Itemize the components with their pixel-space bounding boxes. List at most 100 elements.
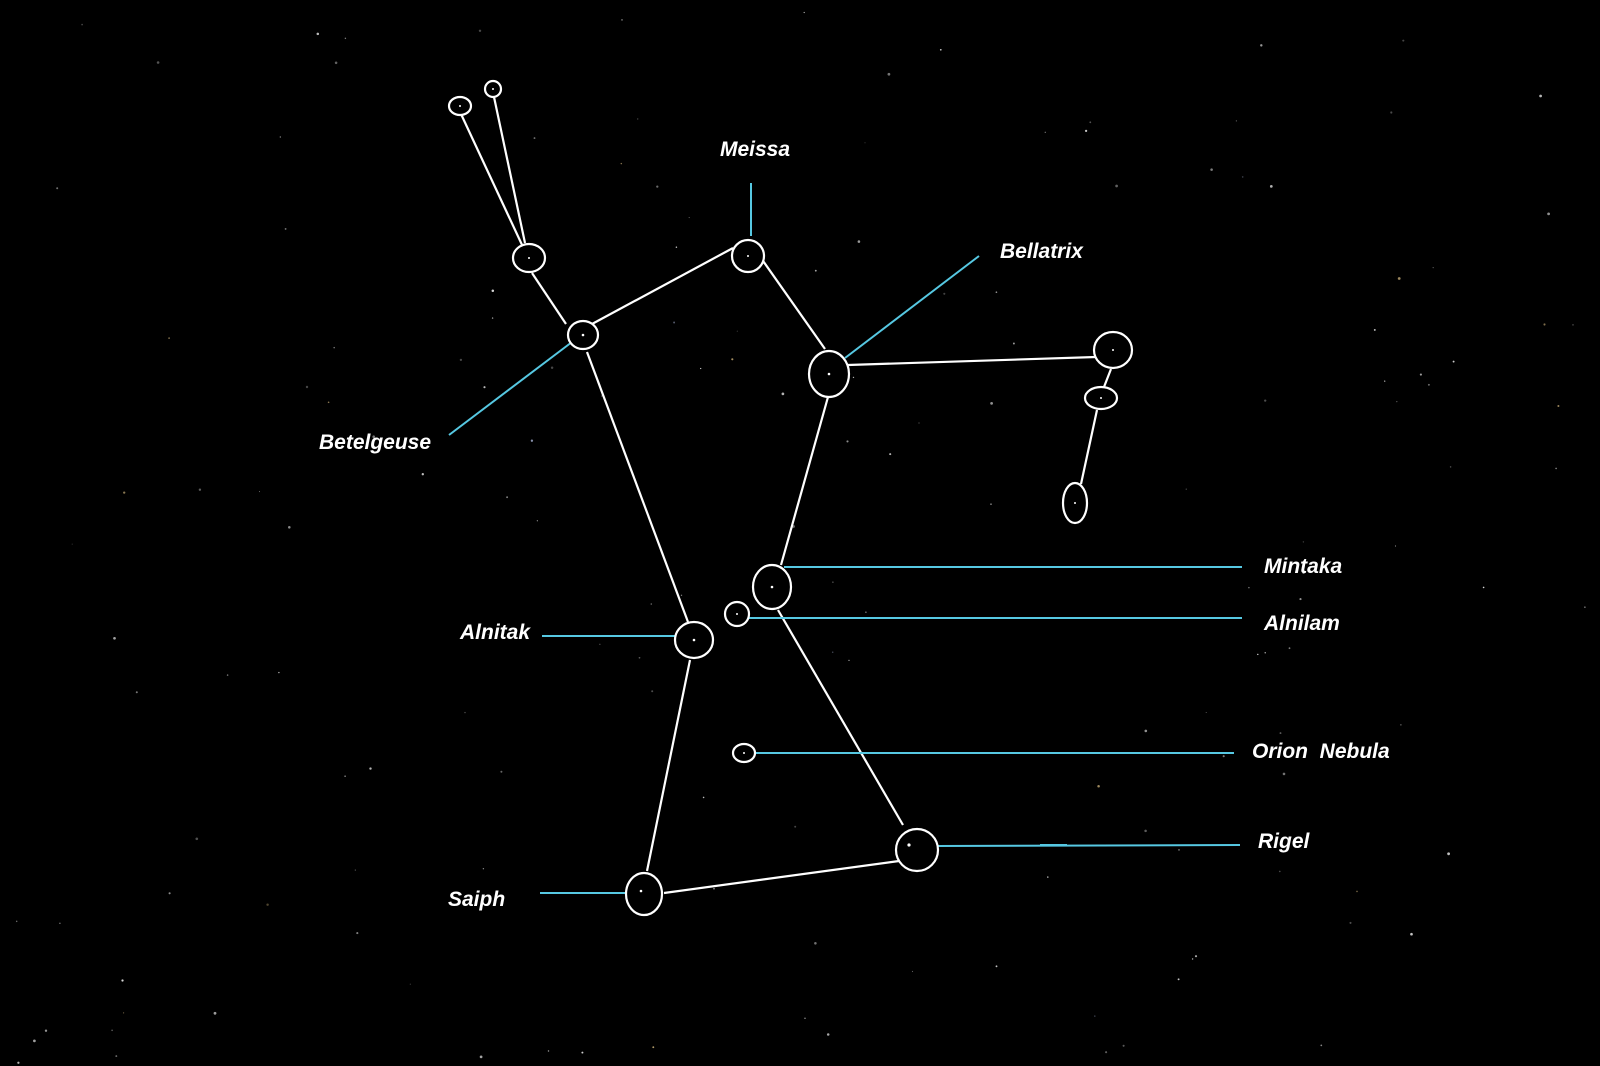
background-star <box>33 1039 36 1043</box>
background-star <box>1557 404 1560 408</box>
background-star <box>673 321 676 324</box>
background-star <box>636 118 639 120</box>
background-star <box>831 651 834 654</box>
rigel-leader-line <box>937 844 1241 847</box>
background-star <box>1400 724 1402 726</box>
background-star <box>700 367 702 370</box>
background-star <box>1543 323 1546 326</box>
background-star <box>279 136 281 138</box>
background-star <box>918 422 920 424</box>
background-star <box>943 292 946 295</box>
background-star <box>803 11 805 14</box>
background-star <box>1194 955 1198 958</box>
club-to-betelgeuse-line <box>531 272 567 325</box>
background-star <box>1097 785 1100 788</box>
rigel-star <box>894 827 940 873</box>
background-star <box>113 636 116 640</box>
background-star <box>1115 184 1118 188</box>
alnilam-label: Alnilam <box>1263 612 1340 635</box>
background-star <box>483 386 486 389</box>
meissa-to-bellatrix-line <box>760 257 826 350</box>
background-star <box>1419 373 1422 376</box>
background-stars <box>15 11 1586 1064</box>
alnitak-to-saiph-line <box>645 659 692 872</box>
background-star <box>305 385 309 389</box>
betelgeuse-to-alnitak-line <box>585 351 690 623</box>
background-star <box>1373 328 1376 331</box>
background-star <box>846 440 849 443</box>
background-star <box>638 656 641 659</box>
background-star <box>491 317 494 319</box>
background-star <box>1302 571 1305 574</box>
background-star <box>334 61 338 65</box>
background-star <box>1264 399 1267 402</box>
betelgeuse-to-meissa-line <box>591 247 734 325</box>
background-star <box>1047 876 1049 878</box>
background-star <box>1264 652 1266 654</box>
background-star <box>736 330 738 332</box>
background-star <box>1447 852 1450 856</box>
background-star <box>121 979 124 982</box>
background-star <box>536 520 538 522</box>
background-star <box>478 29 482 33</box>
background-star <box>1432 266 1434 269</box>
background-star <box>1144 829 1147 833</box>
background-star <box>1044 131 1046 133</box>
background-star <box>738 144 741 147</box>
background-star <box>1555 467 1557 470</box>
shield-star-top <box>1092 330 1134 370</box>
background-star <box>781 392 785 396</box>
background-star <box>995 291 998 294</box>
bellatrix-to-mintaka-line <box>779 396 830 566</box>
alnitak-label: Alnitak <box>459 621 531 644</box>
background-star <box>1482 586 1485 589</box>
saiph-star <box>624 871 664 917</box>
background-star <box>1279 732 1282 735</box>
background-star <box>344 775 346 777</box>
background-star <box>344 37 347 40</box>
rigel-label: Rigel <box>1258 830 1311 853</box>
background-star <box>1349 921 1352 924</box>
background-star <box>115 1055 118 1058</box>
background-star <box>1320 1044 1323 1047</box>
background-star <box>1122 1044 1125 1047</box>
background-star <box>1288 647 1291 650</box>
background-star <box>44 1029 48 1032</box>
background-star <box>1257 653 1259 656</box>
background-star <box>123 491 126 494</box>
background-star <box>599 643 601 645</box>
shield-line-upper <box>1102 368 1113 388</box>
background-star <box>990 503 992 505</box>
shield-star-middle <box>1083 385 1119 411</box>
background-star <box>857 240 861 243</box>
background-star <box>995 965 998 968</box>
background-star <box>814 942 817 945</box>
background-star <box>1191 958 1194 960</box>
background-star <box>651 690 654 693</box>
background-star <box>1427 383 1430 386</box>
background-star <box>656 185 659 188</box>
background-star <box>1410 932 1413 936</box>
background-star <box>1402 39 1405 42</box>
background-star <box>168 892 171 895</box>
alnilam-star <box>723 600 751 628</box>
background-star <box>1269 185 1273 188</box>
star-markers <box>447 79 1134 917</box>
background-star <box>213 1011 217 1015</box>
background-star <box>826 1033 830 1036</box>
background-star <box>852 376 855 379</box>
background-star <box>581 1051 584 1054</box>
background-star <box>1177 978 1180 981</box>
background-star <box>1260 44 1263 47</box>
background-star <box>832 581 834 583</box>
background-star <box>650 603 653 605</box>
background-star <box>198 488 202 491</box>
background-star <box>1539 94 1542 98</box>
background-star <box>1394 545 1397 547</box>
background-star <box>500 770 503 773</box>
background-star <box>17 1061 20 1064</box>
star-labels: Meissa Bellatrix Betelgeuse Mintaka Alni… <box>319 138 1390 911</box>
background-star <box>887 72 891 76</box>
background-star <box>123 1012 125 1014</box>
background-star <box>621 19 623 21</box>
